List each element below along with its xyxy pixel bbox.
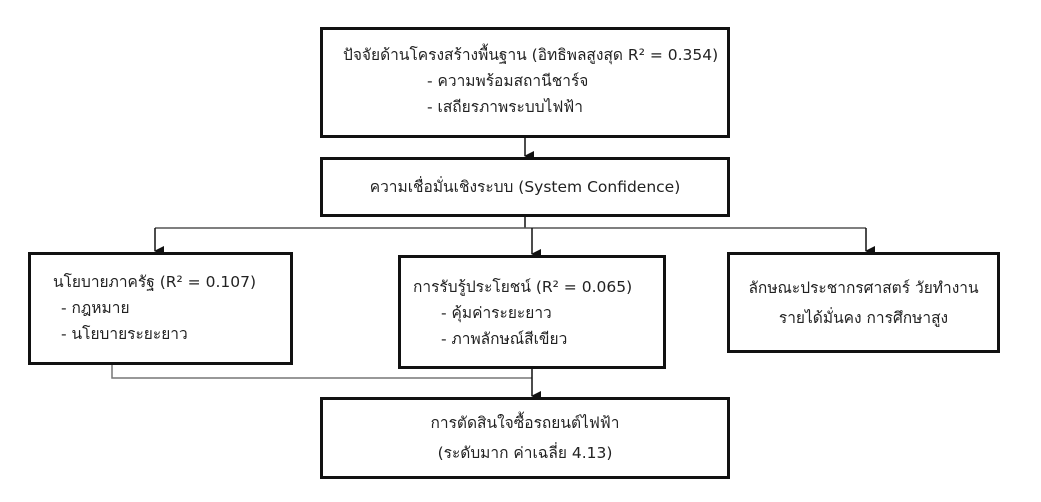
decision-box: การตัดสินใจซื้อรถยนต์ไฟฟ้า (ระดับมาก ค่า… (320, 397, 730, 479)
line-policy-merge (111, 364, 532, 379)
infrastructure-box: ปัจจัยด้านโครงสร้างพื้นฐาน (อิทธิพลสูงสุ… (320, 27, 730, 138)
benefit-title: การรับรู้ประโยชน์ (R² = 0.065) (413, 278, 633, 296)
infrastructure-item: - ความพร้อมสถานีชาร์จ (427, 72, 589, 90)
infrastructure-title: ปัจจัยด้านโครงสร้างพื้นฐาน (อิทธิพลสูงสุ… (343, 46, 719, 64)
benefit-item: - คุ้มค่าระยะยาว (441, 304, 552, 322)
policy-item: - กฎหมาย (61, 299, 130, 317)
confidence-box: ความเชื่อมั่นเชิงระบบ (System Confidence… (320, 157, 730, 217)
policy-title: นโยบายภาครัฐ (R² = 0.107) (53, 273, 257, 291)
demographics-line: ลักษณะประชากรศาสตร์ วัยทำงาน (748, 278, 979, 297)
decision-line: (ระดับมาก ค่าเฉลี่ย 4.13) (437, 444, 613, 462)
confidence-title: ความเชื่อมั่นเชิงระบบ (System Confidence… (369, 178, 681, 196)
decision-line: การตัดสินใจซื้อรถยนต์ไฟฟ้า (430, 414, 620, 432)
demographics-line: รายได้มั่นคง การศึกษาสูง (778, 308, 949, 327)
benefit-item: - ภาพลักษณ์สีเขียว (441, 330, 568, 348)
demographics-box: ลักษณะประชากรศาสตร์ วัยทำงาน รายได้มั่นค… (727, 252, 1000, 353)
benefit-box: การรับรู้ประโยชน์ (R² = 0.065) - คุ้มค่า… (398, 255, 666, 369)
infrastructure-item: - เสถียรภาพระบบไฟฟ้า (427, 98, 583, 116)
policy-box: นโยบายภาครัฐ (R² = 0.107) - กฎหมาย - นโย… (28, 252, 293, 365)
policy-item: - นโยบายระยะยาว (61, 325, 188, 343)
